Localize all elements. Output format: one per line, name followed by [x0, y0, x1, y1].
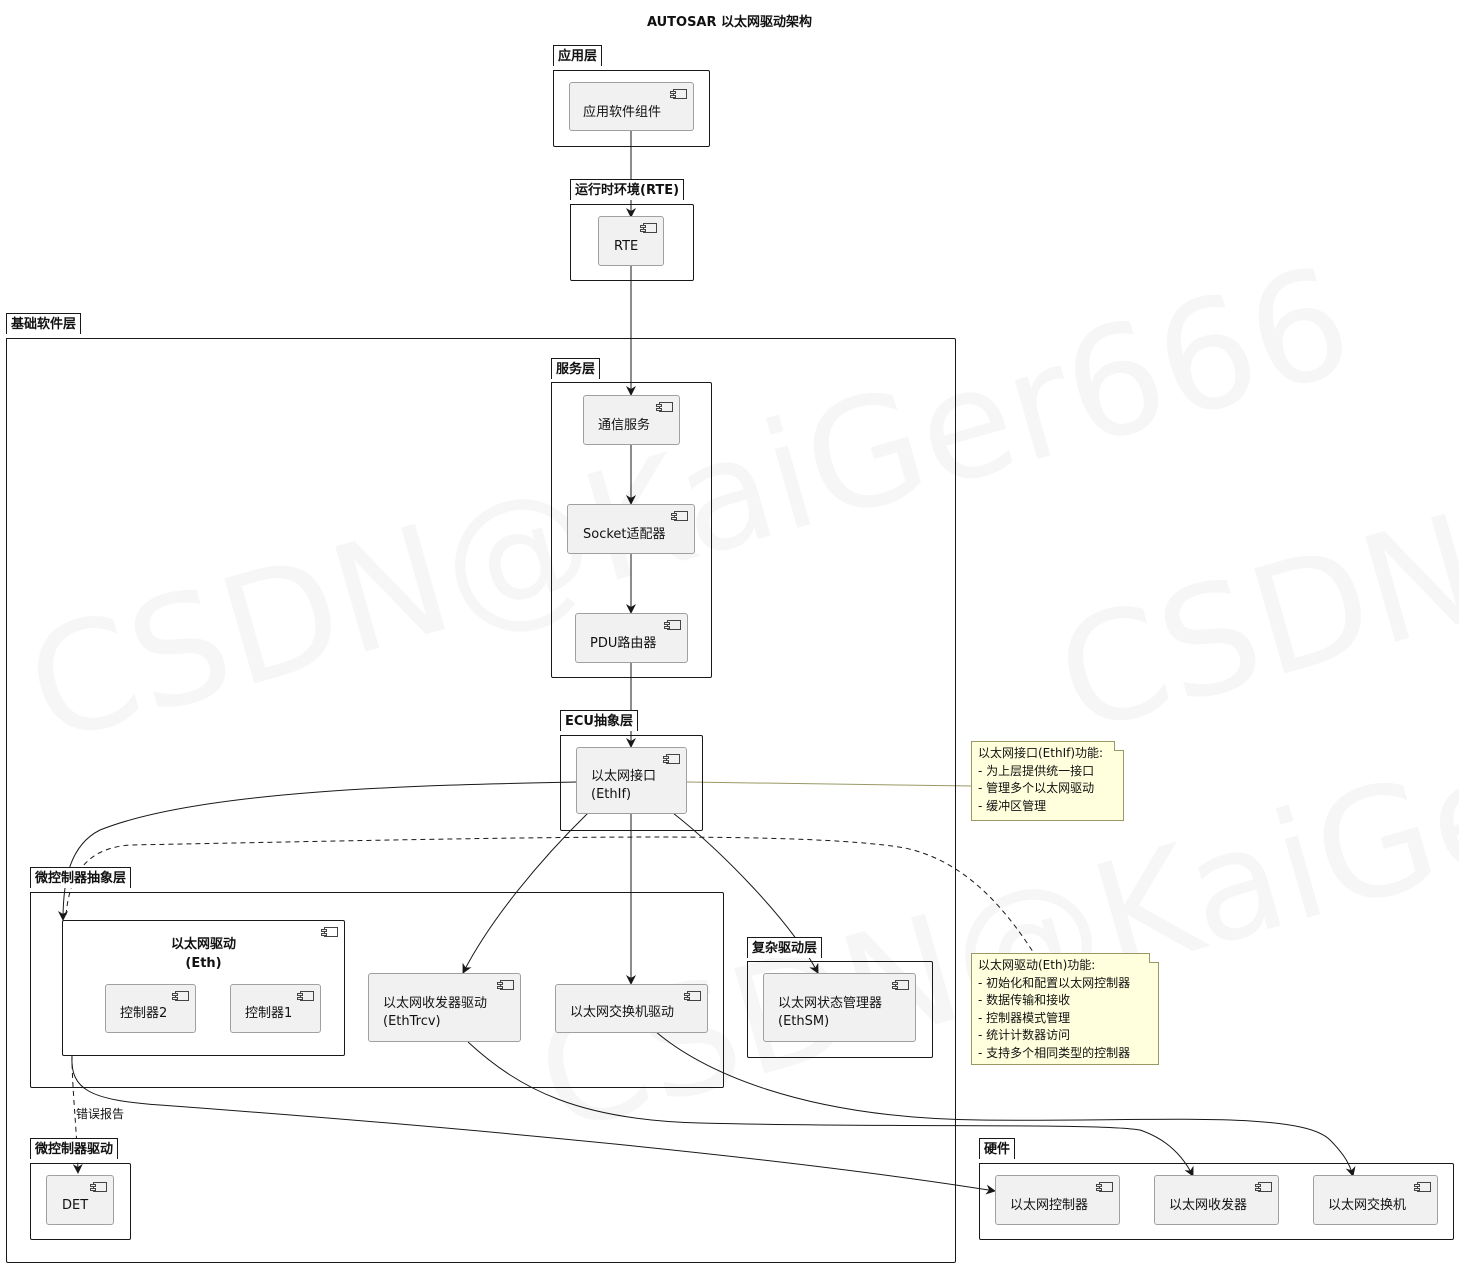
component-socket-adaptor: Socket适配器 — [567, 504, 695, 554]
component-label: 以太网驱动 (Eth) — [170, 937, 236, 971]
component-icon — [90, 1182, 107, 1192]
component-ethif: 以太网接口 (EthIf) — [576, 747, 687, 814]
package-mcal-abstraction-layer — [30, 892, 724, 1088]
component-icon — [892, 980, 909, 990]
component-icon — [297, 991, 314, 1001]
package-tab-rte-layer: 运行时环境(RTE) — [570, 179, 685, 200]
package-tab-service-layer: 服务层 — [551, 358, 601, 379]
component-label: 控制器2 — [120, 1006, 168, 1021]
eth-note-connector — [65, 836, 1036, 956]
note-fold — [1114, 741, 1124, 751]
component-controller1: 控制器1 — [230, 984, 321, 1033]
component-icon — [663, 754, 680, 764]
component-label: RTE — [614, 239, 639, 254]
component-eth-switch-driver: 以太网交换机驱动 — [555, 984, 708, 1033]
package-ecu-layer — [560, 735, 703, 831]
diagram-title: AUTOSAR 以太网驱动架构 — [646, 15, 813, 30]
package-tab-complex-driver-layer: 复杂驱动层 — [747, 937, 823, 958]
ethif-note-connector — [686, 781, 973, 787]
package-bsw-layer — [6, 338, 956, 1263]
component-icon — [321, 927, 338, 937]
package-tab-hardware-layer: 硬件 — [979, 1138, 1016, 1159]
component-label: 以太网交换机 — [1328, 1198, 1407, 1213]
component-label: PDU路由器 — [590, 636, 657, 651]
component-label: 以太网交换机驱动 — [570, 1005, 675, 1020]
component-label: DET — [62, 1198, 89, 1213]
component-label: Socket适配器 — [583, 527, 666, 542]
component-icon — [656, 402, 673, 412]
component-label: 控制器1 — [245, 1006, 293, 1021]
edge-switch-to-hwswitch — [654, 1030, 1356, 1177]
note-eth: 以太网驱动(Eth)功能: - 初始化和配置以太网控制器 - 数据传输和接收 -… — [971, 953, 1159, 1065]
component-ethsm: 以太网状态管理器 (EthSM) — [763, 973, 916, 1042]
component-icon — [1096, 1182, 1113, 1192]
note-line: 以太网接口(EthIf)功能: — [978, 746, 1104, 760]
component-hw-switch: 以太网交换机 — [1313, 1175, 1438, 1225]
note-fold — [1149, 953, 1159, 963]
package-tab-ecu-layer: ECU抽象层 — [560, 710, 638, 731]
component-hw-controller: 以太网控制器 — [995, 1175, 1120, 1225]
package-complex-driver-layer — [747, 961, 933, 1058]
component-label: 通信服务 — [598, 418, 651, 433]
note-line: - 支持多个相同类型的控制器 — [978, 1045, 1131, 1060]
component-icon — [497, 980, 514, 990]
edge-trcv-to-hwtrcv — [467, 1041, 1194, 1177]
note-line: - 统计计数器访问 — [978, 1028, 1071, 1042]
component-label: 以太网收发器 — [1169, 1198, 1248, 1213]
note-line: - 为上层提供统一接口 — [978, 763, 1095, 778]
note-line: 以太网驱动(Eth)功能: — [978, 958, 1096, 972]
component-icon — [670, 89, 687, 99]
note-line: - 初始化和配置以太网控制器 — [978, 975, 1131, 990]
package-tab-mcal-abstraction-layer: 微控制器抽象层 — [30, 867, 132, 888]
package-hardware-layer — [979, 1163, 1454, 1240]
edge-label-error-report: 错误报告 — [76, 1107, 125, 1121]
package-tab-bsw-layer: 基础软件层 — [6, 313, 82, 334]
component-app-swc: 应用软件组件 — [569, 82, 694, 131]
package-rte-layer — [570, 204, 694, 281]
component-pdu-router: PDU路由器 — [575, 613, 688, 663]
component-det: DET — [46, 1175, 114, 1225]
component-label: 应用软件组件 — [583, 105, 662, 120]
component-label: 以太网控制器 — [1010, 1198, 1089, 1213]
edge-eth-to-hwctrl — [71, 1054, 996, 1195]
component-icon — [671, 511, 688, 521]
package-service-layer — [551, 382, 712, 678]
note-line: - 控制器模式管理 — [978, 1010, 1071, 1025]
package-tab-mcu-driver-layer: 微控制器驱动 — [30, 1138, 119, 1159]
component-eth-trcv-driver: 以太网收发器驱动 (EthTrcv) — [368, 973, 521, 1042]
component-icon — [640, 223, 657, 233]
component-icon — [684, 991, 701, 1001]
note-ethif: 以太网接口(EthIf)功能: - 为上层提供统一接口 - 管理多个以太网驱动 … — [971, 741, 1124, 821]
component-label: 以太网收发器驱动 (EthTrcv) — [383, 996, 488, 1029]
component-icon — [172, 991, 189, 1001]
component-com-services: 通信服务 — [583, 395, 680, 445]
component-label: 以太网接口 (EthIf) — [591, 769, 657, 802]
package-mcu-driver-layer — [30, 1163, 131, 1240]
component-icon — [1414, 1182, 1431, 1192]
component-eth-driver: 以太网驱动 (Eth) 控制器2 控制器1 — [62, 920, 345, 1056]
package-app-layer — [553, 70, 710, 147]
note-line: - 缓冲区管理 — [978, 798, 1047, 813]
note-line: - 管理多个以太网驱动 — [978, 781, 1095, 795]
component-controller2: 控制器2 — [105, 984, 196, 1033]
component-rte: RTE — [598, 216, 664, 266]
component-icon — [1255, 1182, 1272, 1192]
note-line: - 数据传输和接收 — [978, 993, 1071, 1007]
component-icon — [664, 620, 681, 630]
package-tab-app-layer: 应用层 — [553, 45, 603, 66]
component-label: 以太网状态管理器 (EthSM) — [778, 996, 883, 1029]
component-hw-transceiver: 以太网收发器 — [1154, 1175, 1279, 1225]
